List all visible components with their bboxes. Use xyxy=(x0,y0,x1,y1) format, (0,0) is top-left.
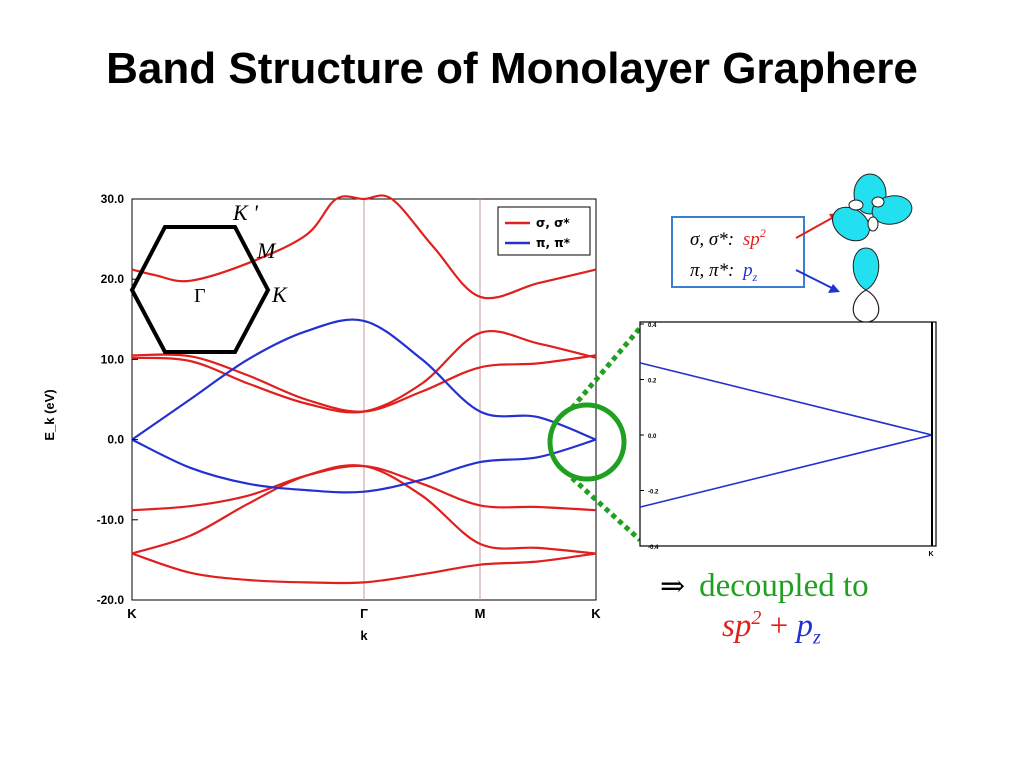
conclusion-line2: sp2 + pz xyxy=(722,607,960,650)
band-line-sigma-low-b xyxy=(131,464,597,512)
pz-arrow xyxy=(795,269,840,293)
y-tick-label: 0.0 xyxy=(107,433,124,447)
zoom-x-tick-label: K xyxy=(928,551,933,558)
band-line-sigma-top xyxy=(131,194,597,300)
pz-orbital-icon xyxy=(852,247,880,323)
band-line-pi-zoom xyxy=(639,434,933,508)
brillouin-zone-hexagon xyxy=(129,225,271,354)
chart-legend: σ, σ* π, π* xyxy=(497,206,591,256)
conclusion-text: decoupled to xyxy=(699,568,869,604)
bz-label-gamma: Γ xyxy=(194,285,206,307)
orbital-pi-label: π, π*: xyxy=(690,260,734,281)
conclusion-line1: ⇒ decoupled to xyxy=(660,568,960,605)
band-line-pi-star xyxy=(131,438,597,494)
zoom-inset-chart: 0.4 0.2 0.0 -0.2 -0.4 K xyxy=(639,321,937,558)
orbital-sigma-row: σ, σ*: sp2 xyxy=(690,226,766,250)
conclusion-plus: + xyxy=(761,608,797,644)
implies-arrow-icon: ⇒ xyxy=(660,570,686,603)
legend-label-pi: π, π* xyxy=(536,236,571,250)
zoom-y-tick-label: -0.4 xyxy=(648,545,659,551)
x-axis-label: k xyxy=(360,628,368,643)
x-tick-label: K xyxy=(591,606,601,621)
legend-label-sigma: σ, σ* xyxy=(536,216,570,230)
y-tick-label: 20.0 xyxy=(101,272,125,286)
orbital-sigma-orbital-sup: 2 xyxy=(760,226,766,240)
y-tick-label: -10.0 xyxy=(97,513,125,527)
x-tick-label: Γ xyxy=(360,606,368,621)
orbital-legend-box: σ, σ*: sp2 π, π*: pz xyxy=(671,216,805,288)
zoom-y-tick-label: -0.2 xyxy=(648,490,659,496)
y-tick-label: -20.0 xyxy=(97,593,125,607)
orbital-legend-frame xyxy=(671,216,805,288)
bz-label-m: M xyxy=(256,238,277,263)
y-axis-label: E_k (eV) xyxy=(42,389,57,440)
orbital-pi-orbital: p xyxy=(741,260,753,281)
y-tick-label: 10.0 xyxy=(101,352,125,366)
bz-label-k-prime: K ' xyxy=(232,200,258,225)
x-tick-label: K xyxy=(127,606,137,621)
zoom-connector-bottom xyxy=(570,476,642,542)
zoom-y-tick-label: 0.4 xyxy=(648,323,657,329)
page-title: Band Structure of Monolayer Graphere xyxy=(106,44,918,93)
orbital-sigma-label: σ, σ*: xyxy=(690,229,734,250)
orbital-sigma-orbital: sp xyxy=(743,229,760,250)
band-line-sigma-bottom xyxy=(131,552,597,585)
orbital-pi-row: π, π*: pz xyxy=(690,260,758,284)
orbital-pi-orbital-sub: z xyxy=(752,270,758,284)
conclusion-block: ⇒ decoupled to sp2 + pz xyxy=(660,568,960,650)
zoom-highlight-circle xyxy=(547,402,627,482)
conclusion-pz: p xyxy=(796,608,813,644)
brillouin-zone-inset: K ' M Γ K xyxy=(129,200,288,354)
zoom-y-tick-label: 0.2 xyxy=(648,379,657,385)
band-line-sigma-mid-b xyxy=(131,353,597,413)
zoom-y-tick-label: 0.0 xyxy=(648,434,657,440)
conclusion-sp-sup: 2 xyxy=(751,607,762,629)
sp2-orbital-icon xyxy=(831,173,913,242)
band-line-pi xyxy=(131,318,597,441)
bz-label-k: K xyxy=(271,282,288,307)
legend-frame xyxy=(497,206,591,256)
conclusion-pz-sub: z xyxy=(812,626,821,649)
x-tick-label: M xyxy=(475,606,486,621)
zoom-chart-frame xyxy=(639,321,937,547)
y-tick-label: 30.0 xyxy=(101,192,125,206)
conclusion-sp: sp xyxy=(722,608,752,644)
band-line-pi-star-zoom xyxy=(639,362,933,436)
